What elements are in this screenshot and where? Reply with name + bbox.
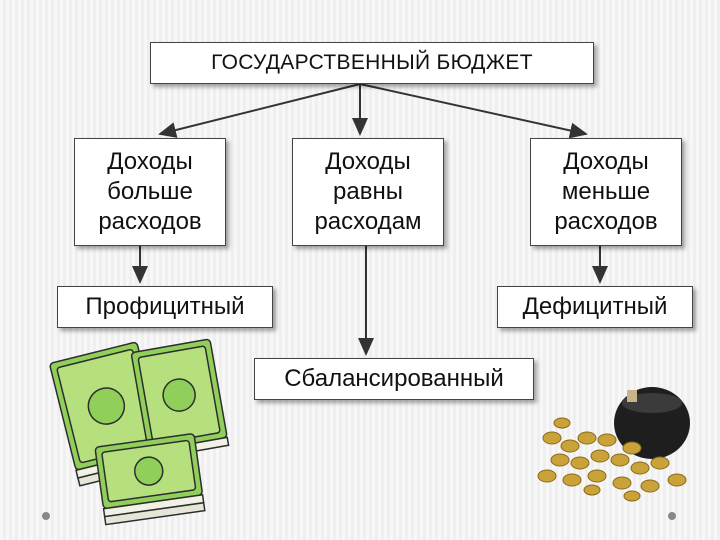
case-income-equal-box: Доходы равны расходам: [292, 138, 444, 246]
case-income-less-box: Доходы меньше расходов: [530, 138, 682, 246]
banknotes-stack-icon: [49, 338, 230, 526]
deficit-label: Дефицитный: [522, 293, 668, 320]
surplus-label: Профицитный: [85, 293, 245, 320]
budget-title: ГОСУДАРСТВЕННЫЙ БЮДЖЕТ: [211, 51, 533, 74]
case-line: расходов: [554, 208, 658, 235]
case-line: Доходы: [107, 148, 193, 175]
case-line: Доходы: [325, 148, 411, 175]
deficit-box: Дефицитный: [497, 286, 693, 328]
case-line: расходов: [98, 208, 202, 235]
case-line: равны: [333, 178, 403, 205]
budget-title-box: ГОСУДАРСТВЕННЫЙ БЮДЖЕТ: [150, 42, 594, 84]
arrow-title-to-left: [158, 83, 361, 138]
case-income-greater-box: Доходы больше расходов: [74, 138, 226, 246]
case-line: больше: [107, 178, 193, 205]
arrow-title-to-right: [359, 83, 588, 139]
case-line: расходам: [314, 208, 422, 235]
case-line: Доходы: [563, 148, 649, 175]
slide-bullet-left: [42, 512, 50, 520]
purse-with-coins-icon: [537, 387, 690, 502]
case-line: меньше: [561, 178, 651, 205]
balanced-label: Сбалансированный: [284, 365, 504, 392]
surplus-box: Профицитный: [57, 286, 273, 328]
slide-bullet-right: [668, 512, 676, 520]
balanced-box: Сбалансированный: [254, 358, 534, 400]
